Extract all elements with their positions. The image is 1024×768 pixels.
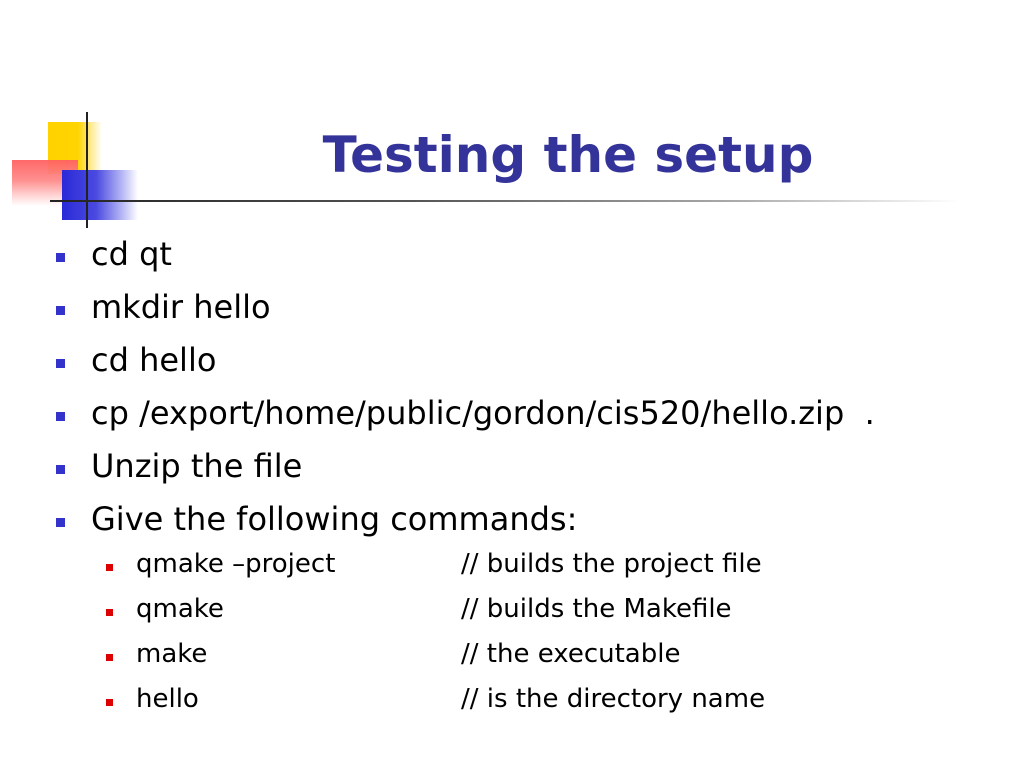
- bullet-item: cd hello: [54, 334, 1014, 387]
- bullet-text: Give the following commands:: [91, 500, 578, 538]
- square-bullet-icon: [56, 306, 65, 315]
- bullet-text: cd hello: [91, 341, 217, 379]
- command-item: qmake –project // builds the project fil…: [104, 542, 1004, 587]
- square-bullet-icon: [56, 359, 65, 368]
- square-bullet-icon: [56, 518, 65, 527]
- command-text: qmake: [136, 594, 224, 624]
- command-comment: // builds the Makefile: [461, 594, 732, 624]
- command-item: make // the executable: [104, 632, 1004, 677]
- vertical-rule: [86, 112, 88, 228]
- bullet-item: mkdir hello: [54, 281, 1014, 334]
- red-square-bullet-icon: [106, 654, 113, 661]
- bullet-text: mkdir hello: [91, 288, 271, 326]
- command-list: qmake –project // builds the project fil…: [104, 542, 1004, 722]
- command-text: make: [136, 639, 208, 669]
- bullet-item: Unzip the file: [54, 440, 1014, 493]
- bullet-item: Give the following commands:: [54, 493, 1014, 546]
- command-item: hello // is the directory name: [104, 677, 1004, 722]
- decorative-logo: [0, 0, 1024, 240]
- command-text: qmake –project: [136, 549, 336, 579]
- command-comment: // builds the project file: [461, 549, 762, 579]
- red-square-bullet-icon: [106, 564, 113, 571]
- bullet-item: cp /export/home/public/gordon/cis520/hel…: [54, 387, 1014, 440]
- title-underline: [50, 200, 960, 202]
- bullet-text: cp /export/home/public/gordon/cis520/hel…: [91, 394, 875, 432]
- blue-square-decoration: [62, 170, 138, 220]
- command-text: hello: [136, 684, 199, 714]
- bullet-item: cd qt: [54, 228, 1014, 281]
- command-comment: // the executable: [461, 639, 681, 669]
- slide-title: Testing the setup: [322, 126, 814, 184]
- command-comment: // is the directory name: [461, 684, 766, 714]
- bullet-list: cd qt mkdir hello cd hello cp /export/ho…: [54, 228, 1014, 546]
- red-square-bullet-icon: [106, 699, 113, 706]
- command-item: qmake // builds the Makefile: [104, 587, 1004, 632]
- square-bullet-icon: [56, 412, 65, 421]
- bullet-text: Unzip the file: [91, 447, 303, 485]
- red-square-bullet-icon: [106, 609, 113, 616]
- bullet-text: cd qt: [91, 235, 172, 273]
- square-bullet-icon: [56, 465, 65, 474]
- square-bullet-icon: [56, 253, 65, 262]
